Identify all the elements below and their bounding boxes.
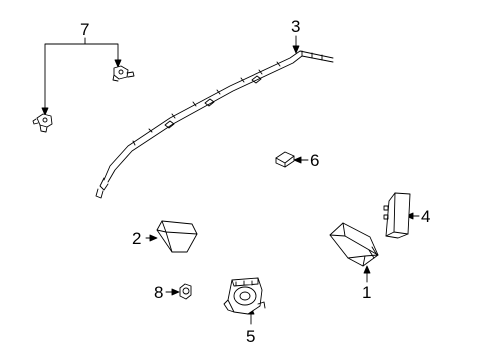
callout-8-group: 8 — [154, 283, 192, 302]
clip-part — [179, 283, 192, 300]
callout-4-group: 4 — [383, 192, 430, 239]
front-impact-sensor-right — [112, 65, 135, 82]
curtain-airbag — [95, 50, 334, 199]
callout-7-group: 7 — [32, 20, 135, 133]
callout-4-arrow — [405, 212, 414, 220]
callout-2-label: 2 — [132, 229, 141, 248]
callout-7-arrow-right — [114, 59, 122, 68]
callout-3-arrow — [292, 45, 300, 54]
callout-6-arrow — [293, 156, 302, 164]
callout-8-arrow — [171, 288, 180, 296]
side-airbag-module — [383, 192, 411, 239]
callout-6-label: 6 — [310, 151, 319, 170]
callout-1-arrow — [363, 265, 371, 274]
callout-7-arrow-left — [41, 107, 49, 116]
callout-8-label: 8 — [154, 283, 163, 302]
passenger-airbag-module — [329, 222, 379, 267]
knee-airbag-module — [156, 220, 198, 253]
callout-2-arrow — [149, 234, 158, 242]
callout-3-group: 3 — [95, 17, 334, 199]
callout-4-label: 4 — [421, 207, 430, 226]
callout-6-group: 6 — [275, 151, 319, 170]
callout-3-label: 3 — [291, 17, 300, 36]
side-impact-sensor — [275, 151, 295, 168]
callout-1-group: 1 — [329, 222, 379, 302]
callout-5-label: 5 — [246, 327, 255, 346]
callout-2-group: 2 — [132, 220, 198, 253]
callout-1-label: 1 — [362, 283, 371, 302]
front-impact-sensor-left — [32, 113, 53, 133]
callout-5-group: 5 — [223, 277, 266, 346]
clock-spring — [223, 277, 266, 315]
callout-7-bracket — [44, 37, 119, 113]
callout-7-label: 7 — [80, 20, 89, 39]
